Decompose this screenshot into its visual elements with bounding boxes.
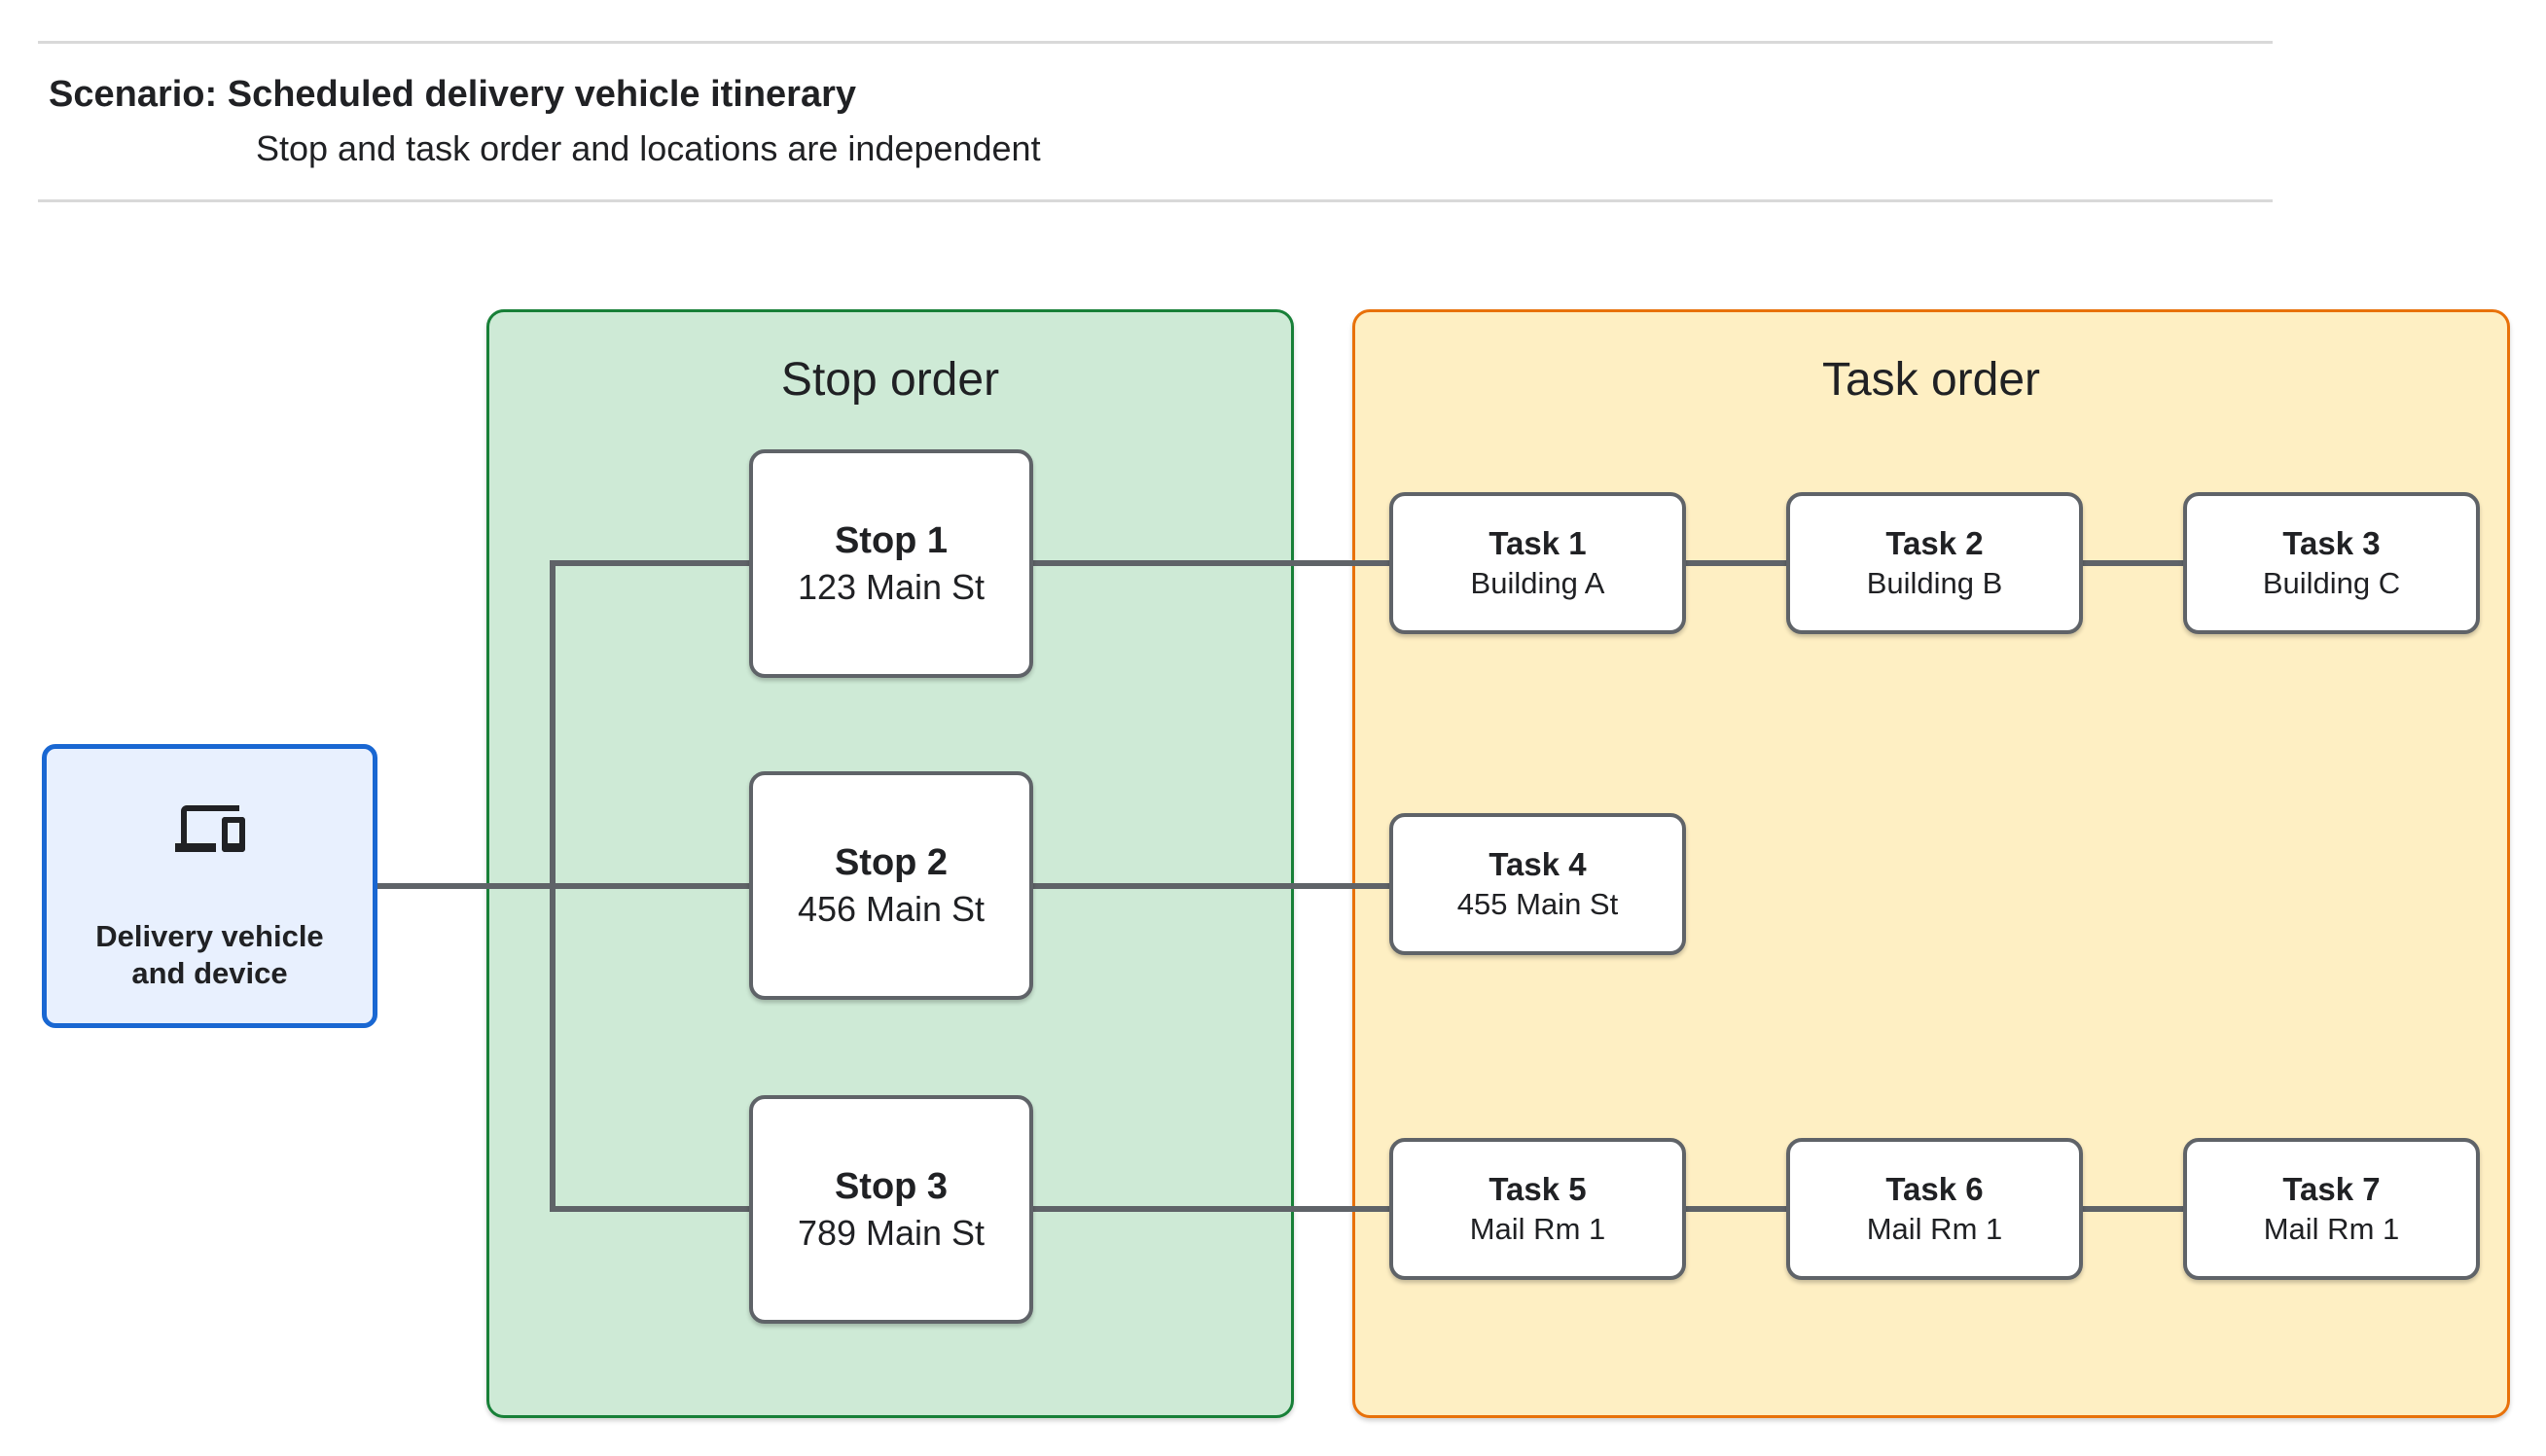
connector-task1-to-task2 xyxy=(1686,560,1786,566)
task-7-title: Task 7 xyxy=(2282,1171,2381,1207)
page-subtitle: Stop and task order and locations are in… xyxy=(256,128,1041,168)
stop-2-title: Stop 2 xyxy=(834,841,949,883)
task-order-panel-title: Task order xyxy=(1821,354,2041,406)
stop-2-node: Stop 2 456 Main St xyxy=(749,771,1033,1000)
task-1-location: Building A xyxy=(1470,566,1605,600)
task-3-title: Task 3 xyxy=(2282,525,2381,561)
task-7-node: Task 7 Mail Rm 1 xyxy=(2183,1138,2480,1280)
task-4-location: 455 Main St xyxy=(1456,887,1619,921)
connector-trunk-to-stop1 xyxy=(550,560,749,566)
task-3-location: Building C xyxy=(2262,566,2401,600)
stop-3-address: 789 Main St xyxy=(797,1212,986,1253)
task-4-title: Task 4 xyxy=(1488,846,1587,882)
stop-3-title: Stop 3 xyxy=(834,1165,949,1207)
page-title: Scenario: Scheduled delivery vehicle iti… xyxy=(49,74,857,115)
task-7-location: Mail Rm 1 xyxy=(2263,1212,2400,1246)
stop-2-address: 456 Main St xyxy=(797,888,986,929)
task-2-location: Building B xyxy=(1866,566,2003,600)
stop-order-panel-title: Stop order xyxy=(780,354,1000,406)
task-3-node: Task 3 Building C xyxy=(2183,492,2480,634)
task-1-node: Task 1 Building A xyxy=(1389,492,1686,634)
header-separator-bottom xyxy=(38,199,2273,202)
task-5-node: Task 5 Mail Rm 1 xyxy=(1389,1138,1686,1280)
connector-task2-to-task3 xyxy=(2083,560,2183,566)
task-2-title: Task 2 xyxy=(1885,525,1984,561)
connector-trunk-to-stop3 xyxy=(550,1206,749,1212)
stop-3-node: Stop 3 789 Main St xyxy=(749,1095,1033,1324)
task-5-title: Task 5 xyxy=(1488,1171,1587,1207)
devices-icon xyxy=(168,798,252,860)
task-6-location: Mail Rm 1 xyxy=(1866,1212,2003,1246)
task-1-title: Task 1 xyxy=(1488,525,1587,561)
task-2-node: Task 2 Building B xyxy=(1786,492,2083,634)
header-separator-top xyxy=(38,41,2273,44)
connector-stop2-to-task4 xyxy=(1033,883,1389,889)
delivery-vehicle-label-line1: Delivery vehicle xyxy=(95,919,324,953)
connector-vehicle-to-stop2 xyxy=(377,883,749,889)
connector-stop1-to-task1 xyxy=(1033,560,1389,566)
delivery-vehicle-label-line2: and device xyxy=(131,956,288,990)
stop-1-node: Stop 1 123 Main St xyxy=(749,449,1033,678)
stop-1-address: 123 Main St xyxy=(797,566,986,607)
connector-task6-to-task7 xyxy=(2083,1206,2183,1212)
task-6-node: Task 6 Mail Rm 1 xyxy=(1786,1138,2083,1280)
stop-1-title: Stop 1 xyxy=(834,519,949,561)
task-6-title: Task 6 xyxy=(1885,1171,1984,1207)
connector-stop3-to-task5 xyxy=(1033,1206,1389,1212)
task-4-node: Task 4 455 Main St xyxy=(1389,813,1686,955)
delivery-vehicle-label: Delivery vehicle and device xyxy=(95,918,323,992)
task-5-location: Mail Rm 1 xyxy=(1469,1212,1606,1246)
stop-trunk-line xyxy=(550,560,556,1212)
connector-task5-to-task6 xyxy=(1686,1206,1786,1212)
delivery-vehicle-box: Delivery vehicle and device xyxy=(42,744,377,1028)
